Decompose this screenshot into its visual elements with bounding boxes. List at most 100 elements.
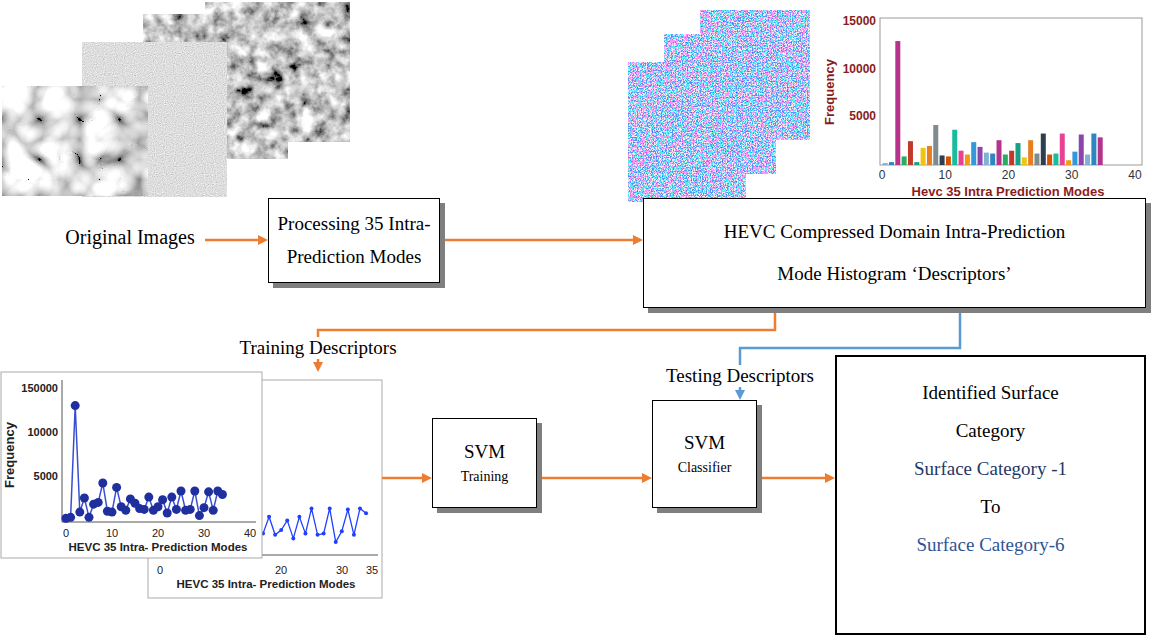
caption-text: Original Images	[55, 226, 205, 249]
axis-tick: 40	[1128, 169, 1141, 183]
axis-tick: 10	[939, 169, 952, 183]
plot-dot	[94, 498, 103, 507]
histogram-frame	[880, 18, 1142, 165]
plot-dot	[334, 540, 338, 544]
plot-dot	[273, 533, 277, 537]
connector	[205, 239, 262, 242]
axis-tick: 0	[63, 527, 69, 540]
axis-tick: 20	[1002, 169, 1015, 183]
plot-dot	[85, 513, 94, 522]
box-text: To	[981, 488, 1001, 526]
histogram-bar	[1053, 154, 1058, 165]
histogram-bar	[914, 162, 919, 165]
histogram-bar	[1009, 151, 1014, 165]
histogram-bar	[889, 162, 894, 165]
histogram-bar	[933, 125, 938, 165]
histogram-bar	[883, 163, 888, 165]
histogram-bar	[1041, 134, 1046, 165]
histogram-bar	[940, 155, 945, 165]
plot-dot	[316, 533, 320, 537]
plot-dot	[340, 529, 344, 533]
histogram-bar	[1028, 140, 1033, 165]
plot-dot	[144, 493, 153, 502]
box-subtitle: Training	[461, 466, 509, 488]
histogram-bar	[990, 154, 995, 165]
histogram-bar	[946, 156, 951, 165]
histogram-bar	[978, 147, 983, 165]
histogram-bar	[921, 148, 926, 165]
histogram-bar	[1015, 143, 1020, 165]
histogram-bar	[902, 156, 907, 165]
plot-dot	[140, 505, 149, 514]
histogram-bar	[959, 151, 964, 165]
box-title: SVM	[464, 438, 505, 467]
line-plot	[62, 401, 227, 523]
plot-dot	[364, 511, 368, 515]
plot-dot	[177, 486, 186, 495]
plot-dot	[80, 494, 89, 503]
histogram-bar	[908, 141, 913, 165]
plot-dot	[285, 518, 289, 522]
axis-tick: 35	[366, 564, 378, 577]
histogram-bar	[952, 130, 957, 165]
axis-tick: 10000	[843, 63, 876, 77]
descriptor-tile	[628, 62, 746, 202]
plot-dot	[279, 528, 283, 532]
plot-dot	[71, 401, 80, 410]
plot-dot	[209, 506, 218, 515]
category-text: Surface Category-6	[916, 526, 1064, 564]
plot-dot	[190, 486, 199, 495]
connector	[440, 239, 637, 242]
plot-dot	[291, 536, 295, 540]
histogram-bar	[971, 142, 976, 165]
box-subtitle: Classifier	[678, 457, 732, 479]
image-tile	[2, 86, 148, 196]
plot-dot	[163, 508, 172, 517]
axis-line	[62, 380, 63, 522]
axis-line	[62, 522, 256, 523]
histogram-bars	[883, 41, 1103, 165]
plot-dot	[322, 532, 326, 536]
histogram-bar	[895, 41, 900, 165]
histogram-bar	[997, 140, 1002, 165]
axis-title: HEVC 35 Intra- Prediction Modes	[69, 541, 248, 555]
histogram-bar	[1066, 160, 1071, 165]
axis-title: HEVC 35 Intra- Prediction Modes	[177, 578, 356, 592]
plot-line	[66, 406, 222, 519]
plot-dot	[310, 506, 314, 510]
histogram-bar	[1022, 157, 1027, 165]
axis-title: Frequency	[2, 422, 18, 488]
box-title: SVM	[684, 429, 725, 458]
plot-dot	[303, 532, 307, 536]
axis-tick: 40	[244, 527, 256, 540]
axis-tick: 10	[106, 527, 118, 540]
chart-panel: FrequencyHEVC 35 Intra- Prediction Modes…	[0, 372, 382, 598]
process-box: HEVC Compressed Domain Intra-Prediction …	[643, 198, 1146, 308]
axis-tick: 20	[275, 564, 287, 577]
histogram-bar	[927, 146, 932, 165]
process-box: SVMTraining	[432, 418, 537, 508]
image-caption: Original Images	[55, 226, 205, 253]
plot-dot	[195, 511, 204, 520]
plot-dot	[158, 495, 167, 504]
axis-title: Frequency	[823, 59, 838, 125]
plot-dot	[328, 506, 332, 510]
box-title: Identified Surface Category	[901, 374, 1081, 450]
plot-dot	[267, 515, 271, 519]
plot-dot	[346, 508, 350, 512]
process-box: SVMClassifier	[652, 400, 757, 508]
edge-label: Training Descriptors	[235, 337, 400, 359]
axis-tick: 5000	[34, 470, 58, 483]
plot-dot	[121, 506, 130, 515]
plot-dot	[297, 515, 301, 519]
histogram-bar	[1047, 155, 1052, 165]
histogram-bar	[1072, 152, 1077, 165]
axis-tick: 15000	[843, 15, 876, 29]
plot-dot	[112, 483, 121, 492]
connector	[757, 477, 829, 480]
histogram-bar	[1079, 134, 1084, 165]
plot-dot	[75, 508, 84, 517]
axis-tick: 5000	[849, 110, 876, 124]
plot-dot	[186, 505, 195, 514]
edge-label: Testing Descriptors	[662, 365, 818, 387]
